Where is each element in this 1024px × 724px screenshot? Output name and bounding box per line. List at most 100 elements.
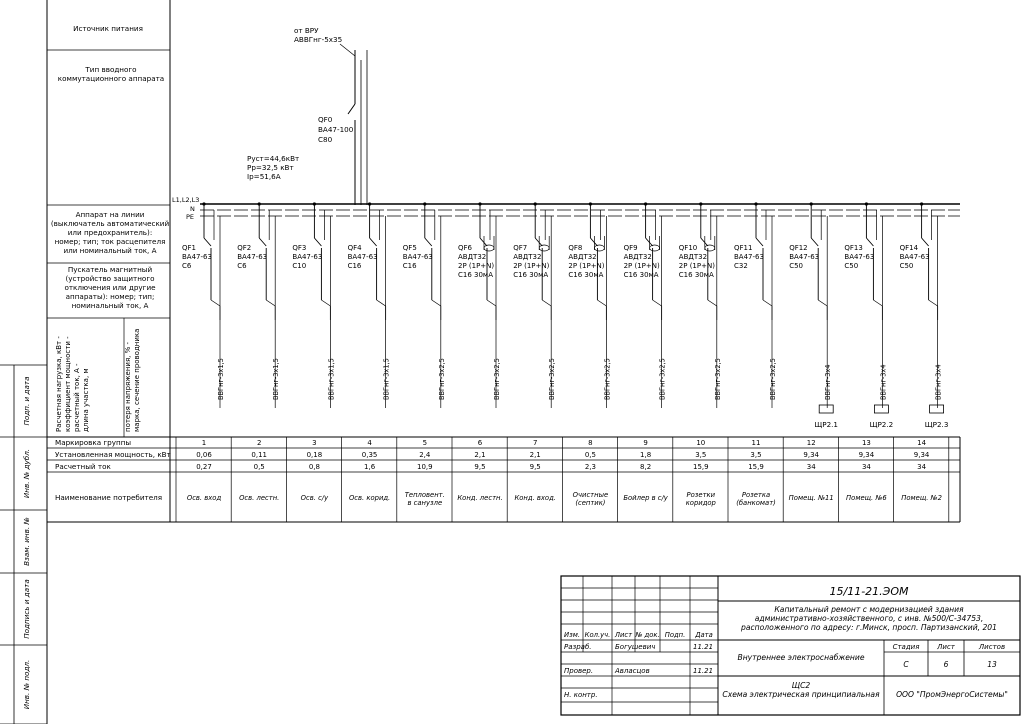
project-title: расположенного по адресу: г.Минск, просп… (740, 623, 997, 632)
consumer-name: Розетки (687, 491, 716, 499)
breaker-type: ВА47-63 (348, 253, 378, 261)
design-current: 0,27 (196, 463, 212, 471)
group-number: 6 (478, 439, 483, 447)
header-line-device: (выключатель автоматический (51, 219, 170, 228)
stamp-header: Дата (694, 631, 713, 639)
feeder-join (210, 299, 221, 307)
breaker-rating: 2Р (1Р+N) (624, 262, 660, 270)
breaker-id: QF10 (679, 244, 697, 252)
header-rotated-load: расчетный ток, А - (73, 363, 81, 432)
cable-label: ВВГнг-3х2,5 (714, 358, 722, 400)
breaker-rating: 2Р (1Р+N) (679, 262, 715, 270)
breaker-type: ВА47-63 (182, 253, 212, 261)
breaker-blade (700, 237, 709, 247)
breaker-rating: 2Р (1Р+N) (513, 262, 549, 270)
breaker-id: QF12 (789, 244, 807, 252)
installed-power: 0,35 (362, 451, 378, 459)
sheets-value: 13 (987, 660, 997, 669)
header-power: Установленная мощность, кВт (55, 450, 171, 459)
design-current: 34 (917, 463, 926, 471)
cable-label: ВВГнг-3х2,5 (548, 358, 556, 400)
panel-label: ЩР2.1 (814, 420, 838, 429)
feeder-lines: QF1ВА47-63С6ВВГнг-3х1,5QF2ВА47-63С6ВВГнг… (182, 202, 948, 429)
breaker-blade (534, 237, 543, 247)
cable-label: ВВГнг-3х2,5 (438, 358, 446, 400)
breaker-blade (810, 237, 819, 247)
consumer-name: Помещ. №2 (901, 494, 942, 502)
stamp-label: Взам. инв. № (22, 517, 31, 566)
cable-label: ВВГнг-3х1,5 (383, 358, 391, 400)
bus-junction (478, 202, 482, 206)
breaker-type: ВА47-63 (789, 253, 819, 261)
group-number: 5 (423, 439, 427, 447)
bus-junction (312, 202, 316, 206)
installed-power: 3,5 (695, 451, 706, 459)
stamp-label: Подп. и дата (22, 377, 31, 426)
stamp-role: Н. контр. (564, 691, 598, 699)
design-current: 8,2 (640, 463, 651, 471)
installed-power: 9,34 (859, 451, 875, 459)
breaker-rating: С16 (348, 262, 362, 270)
company-name: ООО "ПромЭнергоСистемы" (896, 690, 1008, 699)
consumer-name: Тепловент. (405, 491, 445, 499)
group-number: 12 (807, 439, 816, 447)
design-current: 15,9 (693, 463, 709, 471)
breaker-type: АВДТ32 (458, 253, 486, 261)
breaker-type: ВА47-63 (292, 253, 322, 261)
cable-label: ВВГнг-3х4 (824, 364, 832, 400)
breaker-id: QF8 (568, 244, 582, 252)
project-title: Капитальный ремонт с модернизацией здани… (774, 605, 964, 614)
feeder-join (597, 299, 607, 307)
breaker-rating: 2Р (1Р+N) (458, 262, 494, 270)
group-number: 7 (533, 439, 537, 447)
breaker-type: АВДТ32 (679, 253, 707, 261)
breaker-rating: С16 (403, 262, 417, 270)
header-rotated-loss: потеря напряжения, % - (124, 342, 132, 432)
design-current: 2,3 (585, 463, 596, 471)
feeder-join (266, 299, 276, 307)
bus-junction (368, 202, 372, 206)
header-group: Маркировка группы (55, 438, 131, 447)
breaker-blade (424, 237, 433, 247)
breaker-rcd-rating: С16 30мА (624, 271, 659, 279)
installed-power: 1,8 (640, 451, 651, 459)
header-input-device: коммутационного аппарата (58, 74, 164, 83)
header-starter: Пускатель магнитный (68, 265, 153, 274)
header-rotated-loss: марка, сечение проводника (133, 329, 141, 432)
header-current: Расчетный ток (55, 462, 111, 471)
rcd-symbol (704, 244, 716, 252)
cable-label: ВВГнг-3х2,5 (603, 358, 611, 400)
header-line-device: или номинальный ток, А (63, 246, 156, 255)
header-consumer: Наименование потребителя (55, 493, 162, 502)
header-input-device: Тип вводного (84, 65, 136, 74)
breaker-blade (479, 237, 488, 247)
header-rotated-load: Расчетная нагрузка, кВт - (55, 336, 63, 432)
bus-junction (644, 202, 648, 206)
cable-label: ВВГнг-3х4 (935, 364, 943, 400)
breaker-id: QF7 (513, 244, 527, 252)
cable-label: ВВГнг-3х2,5 (659, 358, 667, 400)
bus-label-n: N (190, 205, 195, 213)
installed-power: 0,06 (196, 451, 212, 459)
breaker-rating: С6 (182, 262, 192, 270)
design-current: 34 (807, 463, 816, 471)
sheet-value: 6 (944, 660, 949, 669)
breaker-rating: С32 (734, 262, 748, 270)
rcd-symbol (649, 244, 660, 252)
header-starter: (устройство защитного (65, 274, 154, 283)
bus-label-pe: PE (186, 213, 194, 221)
feed-from: от ВРУ (294, 26, 319, 35)
breaker-rating: С10 (292, 262, 306, 270)
stamp-header: Лист (614, 631, 633, 639)
breaker-blade (755, 237, 764, 247)
group-number: 9 (643, 439, 647, 447)
rcd-symbol (538, 244, 550, 252)
